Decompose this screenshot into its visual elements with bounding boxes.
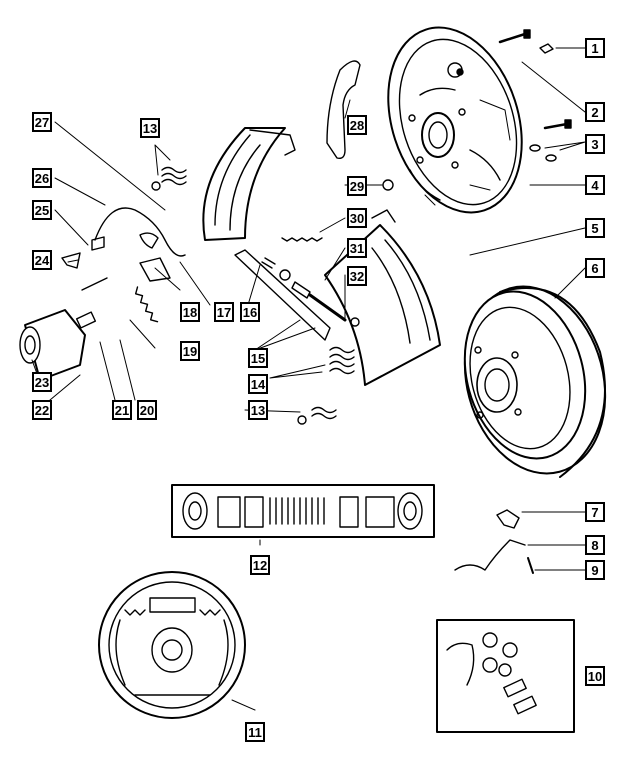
callout-32[interactable]: 32 bbox=[347, 266, 367, 286]
brake-drum bbox=[463, 285, 607, 478]
adjuster-lever bbox=[234, 249, 331, 341]
callout-9[interactable]: 9 bbox=[585, 560, 605, 580]
hardware-kit bbox=[436, 619, 575, 733]
callout-7[interactable]: 7 bbox=[585, 502, 605, 522]
callout-16[interactable]: 16 bbox=[240, 302, 260, 322]
return-spring bbox=[281, 237, 323, 242]
callout-29[interactable]: 29 bbox=[347, 176, 367, 196]
backing-plate-bolts bbox=[498, 29, 572, 162]
leader-lines bbox=[31, 47, 586, 711]
callout-6[interactable]: 6 bbox=[585, 258, 605, 278]
callout-20[interactable]: 20 bbox=[137, 400, 157, 420]
wheel-cylinder bbox=[19, 309, 97, 381]
trailing-brake-shoe bbox=[324, 209, 441, 386]
callout-22[interactable]: 22 bbox=[32, 400, 52, 420]
callout-27[interactable]: 27 bbox=[32, 112, 52, 132]
assembled-brake-view bbox=[98, 571, 246, 719]
callout-23[interactable]: 23 bbox=[32, 372, 52, 392]
adjuster-screw-assembly bbox=[261, 257, 360, 327]
callout-31[interactable]: 31 bbox=[347, 238, 367, 258]
callout-11[interactable]: 11 bbox=[245, 722, 265, 742]
shoe-spring bbox=[134, 286, 159, 323]
callout-8[interactable]: 8 bbox=[585, 535, 605, 555]
callout-4[interactable]: 4 bbox=[585, 175, 605, 195]
callout-17[interactable]: 17 bbox=[214, 302, 234, 322]
parking-brake-cable bbox=[94, 207, 186, 257]
callout-2[interactable]: 2 bbox=[585, 102, 605, 122]
hold-down-springs bbox=[151, 166, 355, 425]
callout-26[interactable]: 26 bbox=[32, 168, 52, 188]
cable-clip bbox=[91, 236, 105, 251]
callout-19[interactable]: 19 bbox=[180, 341, 200, 361]
adjuster-nut bbox=[382, 179, 394, 191]
adjuster-cable-guide bbox=[139, 232, 159, 249]
wheel-cylinder-repair-kit bbox=[171, 484, 435, 538]
callout-1[interactable]: 1 bbox=[585, 38, 605, 58]
callout-3[interactable]: 3 bbox=[585, 134, 605, 154]
callout-5[interactable]: 5 bbox=[585, 218, 605, 238]
callout-13-top[interactable]: 13 bbox=[140, 118, 160, 138]
hold-down-pin bbox=[81, 277, 108, 291]
speed-sensor-parts bbox=[454, 509, 534, 574]
backing-plate bbox=[387, 26, 523, 214]
callout-30[interactable]: 30 bbox=[347, 208, 367, 228]
callout-14[interactable]: 14 bbox=[248, 374, 268, 394]
shoe-retainer-clip bbox=[326, 60, 361, 160]
callout-10[interactable]: 10 bbox=[585, 666, 605, 686]
callout-28[interactable]: 28 bbox=[347, 115, 367, 135]
callout-15[interactable]: 15 bbox=[248, 348, 268, 368]
callout-21[interactable]: 21 bbox=[112, 400, 132, 420]
callout-12[interactable]: 12 bbox=[250, 555, 270, 575]
callout-24[interactable]: 24 bbox=[32, 250, 52, 270]
leading-brake-shoe bbox=[202, 127, 296, 241]
cable-bracket bbox=[61, 252, 81, 269]
callout-13-bottom[interactable]: 13 bbox=[248, 400, 268, 420]
callout-25[interactable]: 25 bbox=[32, 200, 52, 220]
callout-18[interactable]: 18 bbox=[180, 302, 200, 322]
